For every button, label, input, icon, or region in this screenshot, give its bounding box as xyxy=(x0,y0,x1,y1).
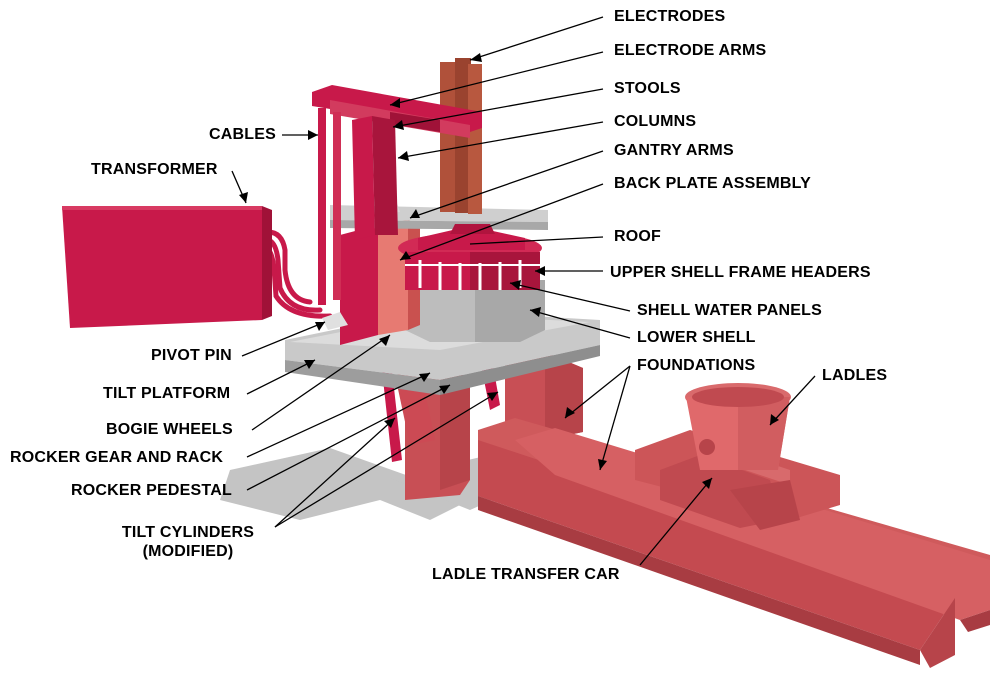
label-stools: STOOLS xyxy=(614,80,681,97)
label-ladle-transfer-car: LADLE TRANSFER CAR xyxy=(432,566,620,583)
leader-lines xyxy=(231,16,816,566)
label-electrodes: ELECTRODES xyxy=(614,8,726,25)
label-bogie-wheels: BOGIE WHEELS xyxy=(106,421,233,438)
label-columns: COLUMNS xyxy=(614,113,697,130)
columns xyxy=(318,108,398,305)
electrodes xyxy=(440,58,482,214)
label-lower-shell: LOWER SHELL xyxy=(637,329,756,346)
lower-shell xyxy=(405,280,545,342)
transformer xyxy=(62,206,272,328)
label-upper-shell-frame-headers: UPPER SHELL FRAME HEADERS xyxy=(610,264,871,281)
electrode-arms xyxy=(312,85,482,138)
label-shell-water-panels: SHELL WATER PANELS xyxy=(637,302,822,319)
label-roof: ROOF xyxy=(614,228,662,245)
label-tilt-cylinders: TILT CYLINDERS xyxy=(121,524,255,541)
leader-arrowheads xyxy=(239,53,779,489)
label-pivot-pin: PIVOT PIN xyxy=(151,347,232,364)
label-back-plate-assembly: BACK PLATE ASSEMBLY xyxy=(614,175,812,192)
ladle xyxy=(685,383,791,470)
label-ladles: LADLES xyxy=(822,367,888,384)
label-tilt-platform: TILT PLATFORM xyxy=(103,385,231,402)
label-foundations: FOUNDATIONS xyxy=(637,357,756,374)
pivot-pin xyxy=(322,312,348,330)
upper-shell xyxy=(405,252,540,290)
label-gantry-arms: GANTRY ARMS xyxy=(614,142,734,159)
label-cables: CABLES xyxy=(209,126,276,143)
label-rocker-pedestal: ROCKER PEDESTAL xyxy=(71,482,232,499)
label-tilt-cylinders-modified: (MODIFIED) xyxy=(142,543,234,560)
label-rocker-gear-and-rack: ROCKER GEAR AND RACK xyxy=(10,449,224,466)
label-electrode-arms: ELECTRODE ARMS xyxy=(614,42,767,59)
label-transformer: TRANSFORMER xyxy=(91,161,218,178)
